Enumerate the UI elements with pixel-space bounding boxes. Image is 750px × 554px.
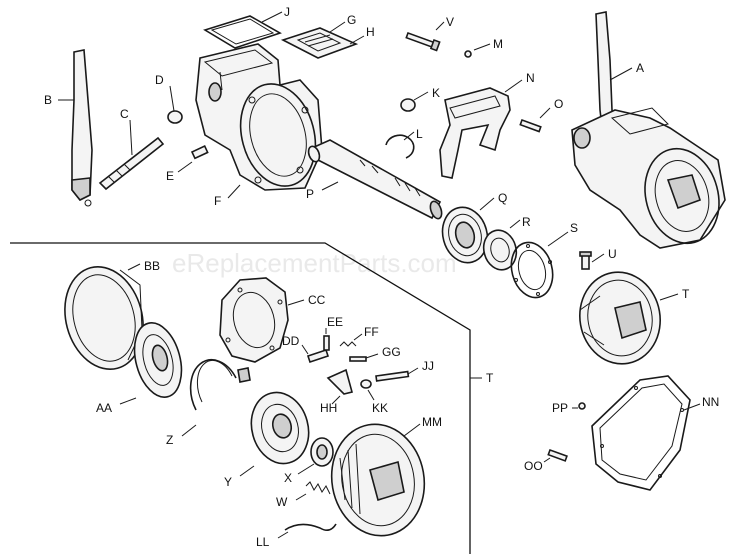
label-jj: JJ (422, 359, 434, 373)
label-p: P (306, 187, 314, 201)
label-f: F (214, 194, 221, 208)
part-a-assembly[interactable] (571, 11, 729, 252)
part-x-bearing[interactable] (310, 437, 334, 467)
part-g-plate[interactable] (280, 27, 359, 59)
label-h: H (366, 25, 375, 39)
label-pp: PP (552, 401, 568, 415)
label-c: C (120, 107, 129, 121)
part-w-spring[interactable] (305, 481, 331, 495)
label-s: S (570, 221, 578, 235)
label-r: R (522, 215, 531, 229)
part-jj-bolt[interactable] (375, 370, 410, 382)
label-b: B (44, 93, 52, 107)
part-o-pin[interactable] (519, 118, 542, 133)
part-c-rod[interactable] (98, 136, 165, 191)
label-oo: OO (524, 459, 543, 473)
label-d: D (155, 73, 164, 87)
label-m: M (493, 37, 503, 51)
label-y: Y (224, 475, 232, 489)
label-ll: LL (256, 535, 270, 549)
label-v: V (446, 15, 454, 29)
part-s-gasket[interactable] (505, 238, 558, 302)
part-k-cap[interactable] (400, 98, 416, 112)
label-t-lower: T (486, 371, 494, 385)
label-ee: EE (327, 315, 343, 329)
label-x: X (284, 471, 292, 485)
label-o: O (554, 97, 563, 111)
part-d-plug[interactable] (167, 110, 183, 124)
part-m-nut[interactable] (464, 50, 472, 58)
part-z-clamp[interactable] (189, 359, 251, 411)
label-mm: MM (422, 415, 442, 429)
part-pp-screw[interactable] (578, 402, 586, 410)
part-n-shift-fork[interactable] (439, 87, 511, 179)
label-j: J (284, 5, 290, 19)
part-p-shaft[interactable] (307, 139, 444, 220)
group-divider-line (10, 242, 471, 554)
label-z: Z (166, 433, 173, 447)
label-kk: KK (372, 401, 388, 415)
label-aa: AA (96, 401, 112, 415)
part-dd-link[interactable] (306, 348, 330, 364)
part-mm-clutch-drum[interactable] (323, 417, 433, 543)
label-n: N (526, 71, 535, 85)
label-w: W (276, 495, 288, 509)
part-v-bolt[interactable] (405, 31, 441, 52)
part-hh-lever[interactable] (326, 368, 353, 395)
label-gg: GG (382, 345, 401, 359)
label-l: L (416, 127, 423, 141)
label-a: A (636, 61, 644, 75)
part-l-snap-ring[interactable] (385, 134, 415, 159)
part-kk-bushing[interactable] (360, 379, 372, 389)
part-f-housing[interactable] (195, 43, 326, 195)
watermark-text: eReplacementParts.com (172, 248, 457, 278)
part-cc-pressure-plate[interactable] (219, 277, 289, 363)
part-ee-pin[interactable] (323, 335, 330, 351)
part-aa-hub[interactable] (127, 318, 189, 403)
label-ff: FF (364, 325, 379, 339)
part-nn-gasket[interactable] (591, 375, 691, 491)
label-u: U (608, 247, 617, 261)
label-e: E (166, 169, 174, 183)
part-r-race[interactable] (479, 227, 520, 274)
part-u-bolt[interactable] (579, 251, 592, 270)
label-cc: CC (308, 293, 326, 307)
part-t-clutch-housing[interactable] (573, 266, 668, 370)
label-g: G (347, 13, 356, 27)
label-k: K (432, 86, 440, 100)
label-q: Q (498, 191, 507, 205)
part-b-lever[interactable] (71, 49, 93, 207)
part-ll-clip[interactable] (284, 523, 337, 532)
part-bb-drum[interactable] (54, 258, 154, 378)
label-hh: HH (320, 401, 337, 415)
part-ff-spring[interactable] (339, 341, 357, 347)
part-y-bearing-plate[interactable] (244, 386, 317, 470)
part-gg-pin[interactable] (349, 356, 367, 362)
label-nn: NN (702, 395, 719, 409)
part-e-setscrew[interactable] (190, 145, 209, 160)
part-oo-pin[interactable] (547, 448, 568, 462)
label-bb: BB (144, 259, 160, 273)
part-j-gasket[interactable] (203, 15, 282, 49)
part-q-bearing[interactable] (437, 202, 494, 267)
label-t-upper: T (682, 287, 690, 301)
label-dd: DD (282, 334, 300, 348)
